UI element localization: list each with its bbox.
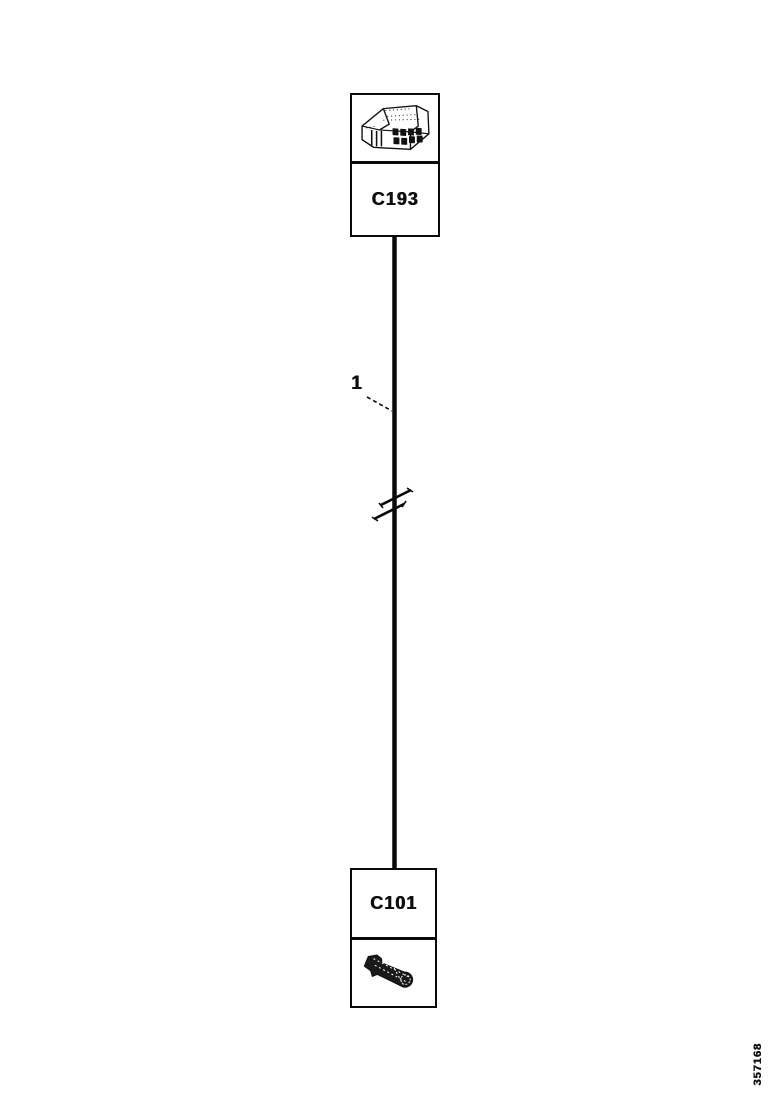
connector-box-c193: C193 (350, 93, 440, 237)
callout-leader-line (366, 396, 393, 412)
terminal-c101-illustration (352, 937, 435, 1006)
figure-number: 357168 (752, 1043, 764, 1086)
wire-break-symbol (371, 487, 414, 522)
connector-label-c101: C101 (369, 893, 418, 913)
connector-c193-illustration (352, 95, 438, 164)
connector-label-c193: C193 (371, 189, 419, 209)
wire-callout-label: 1 (351, 373, 362, 394)
connector-box-c101: C101 (350, 868, 437, 1008)
